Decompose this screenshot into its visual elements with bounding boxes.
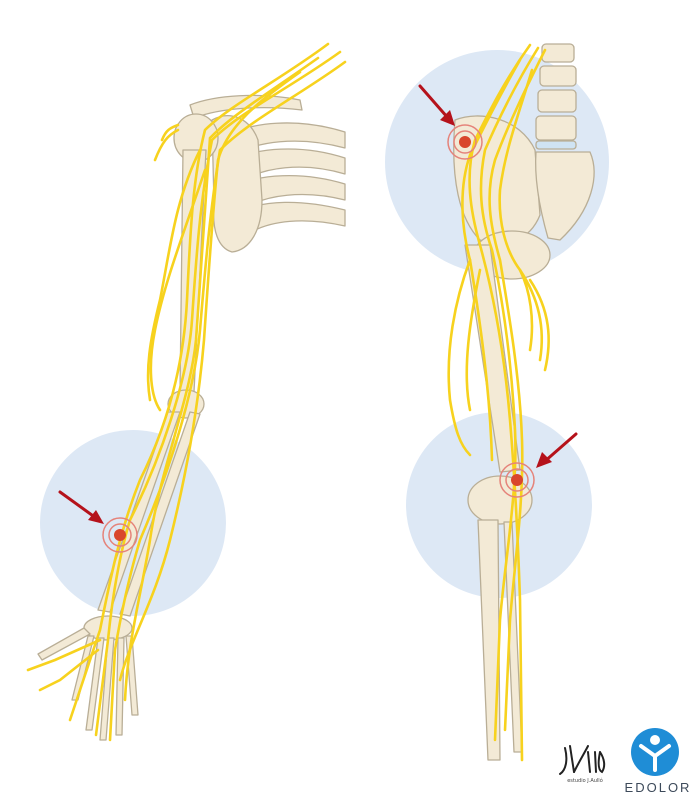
thumb: [37, 627, 91, 661]
knee-pain-arrow: [536, 432, 578, 468]
finger: [85, 637, 105, 731]
signature-mark: [559, 745, 606, 775]
knee-pain-target: [499, 462, 535, 498]
leg-skeleton: [453, 43, 595, 761]
vertebra: [539, 65, 577, 87]
vertebra: [535, 115, 577, 141]
edolor-logo-text: EDOLOR: [624, 780, 692, 795]
arm-pain-target: [102, 517, 138, 553]
finger: [99, 637, 115, 741]
hip-pain-arrow: [418, 84, 455, 126]
leg-nerves: [447, 43, 550, 762]
signature-subtext: estudio J.Aulló: [567, 778, 603, 784]
vertebra: [537, 89, 577, 113]
hip-pain-target: [447, 124, 483, 160]
finger: [115, 637, 125, 736]
arm-pain-arrow: [58, 490, 104, 524]
arm-skeleton: [37, 94, 346, 741]
tibia: [477, 519, 501, 761]
sacrum: [534, 151, 595, 241]
disc: [535, 140, 577, 150]
edolor-logo-icon: [631, 728, 679, 776]
vertebra: [541, 43, 575, 63]
